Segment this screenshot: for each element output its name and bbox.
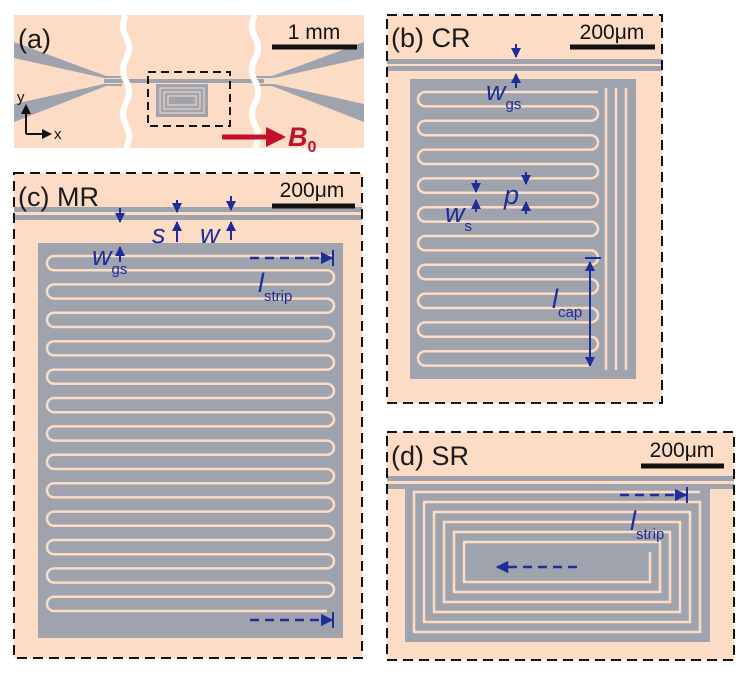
panel-c-wgs-label: wgs xyxy=(92,241,127,278)
panel-d-lstrip-label: lstrip xyxy=(630,506,664,543)
panel-d-resonator xyxy=(405,484,710,642)
panel-a-zoom-box xyxy=(147,71,231,127)
panel-c-lstrip-label: lstrip xyxy=(258,268,292,305)
panel-b-border xyxy=(386,14,663,404)
panel-c-s-label: s xyxy=(152,219,166,249)
panel-c-scale-text: 200μm xyxy=(280,179,345,202)
panel-a-left-feed-top xyxy=(14,42,122,78)
panel-a-left-feed-bottom xyxy=(14,84,122,122)
panel-d-spiral xyxy=(412,490,702,634)
panel-b-scale-text: 200μm xyxy=(580,21,645,44)
panel-a-break-left xyxy=(120,13,132,150)
panel-d-feedline xyxy=(387,476,734,481)
panel-b-ws-label: ws xyxy=(445,198,472,235)
panel-b-p-label: p xyxy=(503,180,519,210)
panel-a-right-feed-top xyxy=(256,42,364,78)
panel-a-feed-line-right xyxy=(184,79,264,83)
panel-c-label: (c) MR xyxy=(18,182,99,212)
field-label: B0 xyxy=(288,122,317,156)
panel-a: (a) 1 mm y x B0 xyxy=(14,13,364,156)
panel-b-resonator xyxy=(410,79,636,379)
panel-a-right-feed-bottom xyxy=(256,84,364,122)
panel-b-wgs-label: wgs xyxy=(486,76,521,113)
panel-d-scale-text: 200μm xyxy=(650,439,715,462)
panel-a-resonator xyxy=(156,84,208,117)
panel-c: (c) MR 200μm wgs s w lstrip xyxy=(13,172,363,659)
panel-a-label: (a) xyxy=(18,24,51,54)
panel-c-feedline xyxy=(14,207,362,212)
panel-a-break-right xyxy=(249,13,261,150)
panel-a-scale-text: 1 mm xyxy=(288,21,341,44)
panel-c-feedline-2 xyxy=(14,215,362,220)
panel-b-feedline-2 xyxy=(387,66,662,71)
panel-b-label: (b) CR xyxy=(391,23,471,53)
panel-b-lcap-label: lcap xyxy=(552,284,582,321)
axis-x-label: x xyxy=(54,126,62,143)
panel-d-label: (d) SR xyxy=(391,441,469,471)
panel-b-feedline xyxy=(387,59,662,64)
panel-b-capacitor xyxy=(604,88,628,370)
panel-c-w-label: w xyxy=(200,219,221,249)
panel-c-meander xyxy=(45,254,336,613)
axis-y-label: y xyxy=(17,89,25,106)
panel-a-feed-line xyxy=(104,79,184,83)
panel-d: (d) SR 200μm lstrip xyxy=(386,431,735,661)
panel-b: (b) CR 200μm wgs ws p lcap xyxy=(386,14,663,404)
